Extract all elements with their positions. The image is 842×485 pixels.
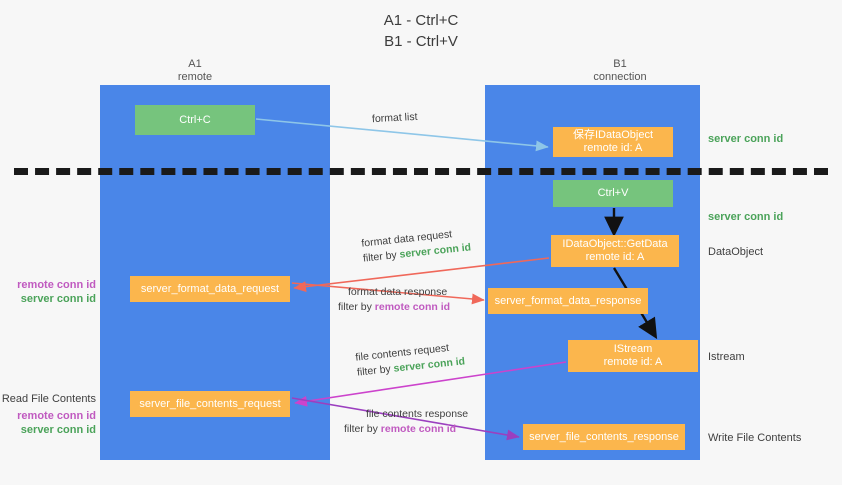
lane-header-a1: A1 remote [120,58,270,84]
label-format-list-text: format list [371,110,418,126]
box-server-format-data-response-label: server_format_data_response [494,294,642,307]
box-server-file-contents-request-label: server_file_contents_request [139,397,281,410]
note-read-file-contents: Read File Contents [1,393,96,405]
note-server-conn-id-top: server conn id [708,133,784,145]
phase-divider [14,168,828,175]
filter-prefix: filter by [362,248,401,265]
filter-prefix: filter by [338,301,375,313]
note-read-file-contents-group: Read File Contents remote conn id server… [0,392,96,437]
box-ctrl-v[interactable]: Ctrl+V [553,180,673,207]
box-idataobject-getdata-line2: remote id: A [585,251,645,263]
label-file-contents-response: file contents response filter by remote … [344,407,469,437]
lane-header-b1-role: connection [593,71,647,83]
note-istream: Istream [708,351,745,363]
note-server-conn-id-mid: server conn id [708,211,784,223]
lane-header-a1-name: A1 [188,58,202,70]
box-server-file-contents-response-label: server_file_contents_response [529,430,679,443]
note-conn-ids-format: remote conn id server conn id [0,278,96,306]
title-line-2: B1 - Ctrl+V [384,33,458,50]
note-server-conn-id-1: server conn id [20,293,96,305]
box-idataobject-getdata-line1: IDataObject::GetData [562,238,668,250]
note-server-conn-id-2: server conn id [20,424,96,436]
filter-key-remote-conn-id: remote conn id [380,423,457,435]
box-server-file-contents-response[interactable]: server_file_contents_response [523,424,685,450]
filter-prefix: filter by [344,423,381,435]
box-server-format-data-request[interactable]: server_format_data_request [130,276,290,302]
label-format-data-request: format data request filter by server con… [361,225,472,266]
note-remote-conn-id-2: remote conn id [17,410,96,422]
lane-header-b1-name: B1 [613,58,627,70]
box-idataobject-getdata[interactable]: IDataObject::GetData remote id: A [551,235,679,267]
box-save-idataobject-line2: remote id: A [583,142,643,154]
label-file-contents-request: file contents request filter by server c… [355,339,466,380]
label-format-data-response-title: format data response [348,286,448,298]
box-ctrl-v-label: Ctrl+V [597,187,629,199]
box-save-idataobject-line1: 保存IDataObject [572,129,654,141]
label-format-list: format list [372,110,418,127]
filter-prefix: filter by [356,362,395,379]
lane-header-a1-role: remote [177,71,213,83]
diagram-title: A1 - Ctrl+C B1 - Ctrl+V [0,10,842,52]
box-istream-line1: IStream [613,343,653,355]
box-ctrl-c[interactable]: Ctrl+C [135,105,255,135]
label-format-data-response: format data response filter by remote co… [338,285,450,315]
box-server-format-data-response[interactable]: server_format_data_response [488,288,648,314]
filter-key-remote-conn-id: remote conn id [374,301,451,313]
lane-header-b1: B1 connection [545,58,695,84]
box-istream[interactable]: IStream remote id: A [568,340,698,372]
box-server-file-contents-request[interactable]: server_file_contents_request [130,391,290,417]
label-file-contents-response-title: file contents response [366,408,469,420]
box-save-idataobject[interactable]: 保存IDataObject remote id: A [553,127,673,157]
box-istream-line2: remote id: A [603,356,663,368]
note-dataobject: DataObject [708,246,764,258]
box-server-format-data-request-label: server_format_data_request [140,282,280,295]
box-ctrl-c-label: Ctrl+C [179,113,211,126]
note-write-file-contents: Write File Contents [708,432,802,444]
note-remote-conn-id-1: remote conn id [17,279,96,291]
label-file-contents-response-filter: filter by remote conn id [344,422,468,437]
label-format-data-response-filter: filter by remote conn id [338,300,450,315]
title-line-1: A1 - Ctrl+C [383,12,459,29]
